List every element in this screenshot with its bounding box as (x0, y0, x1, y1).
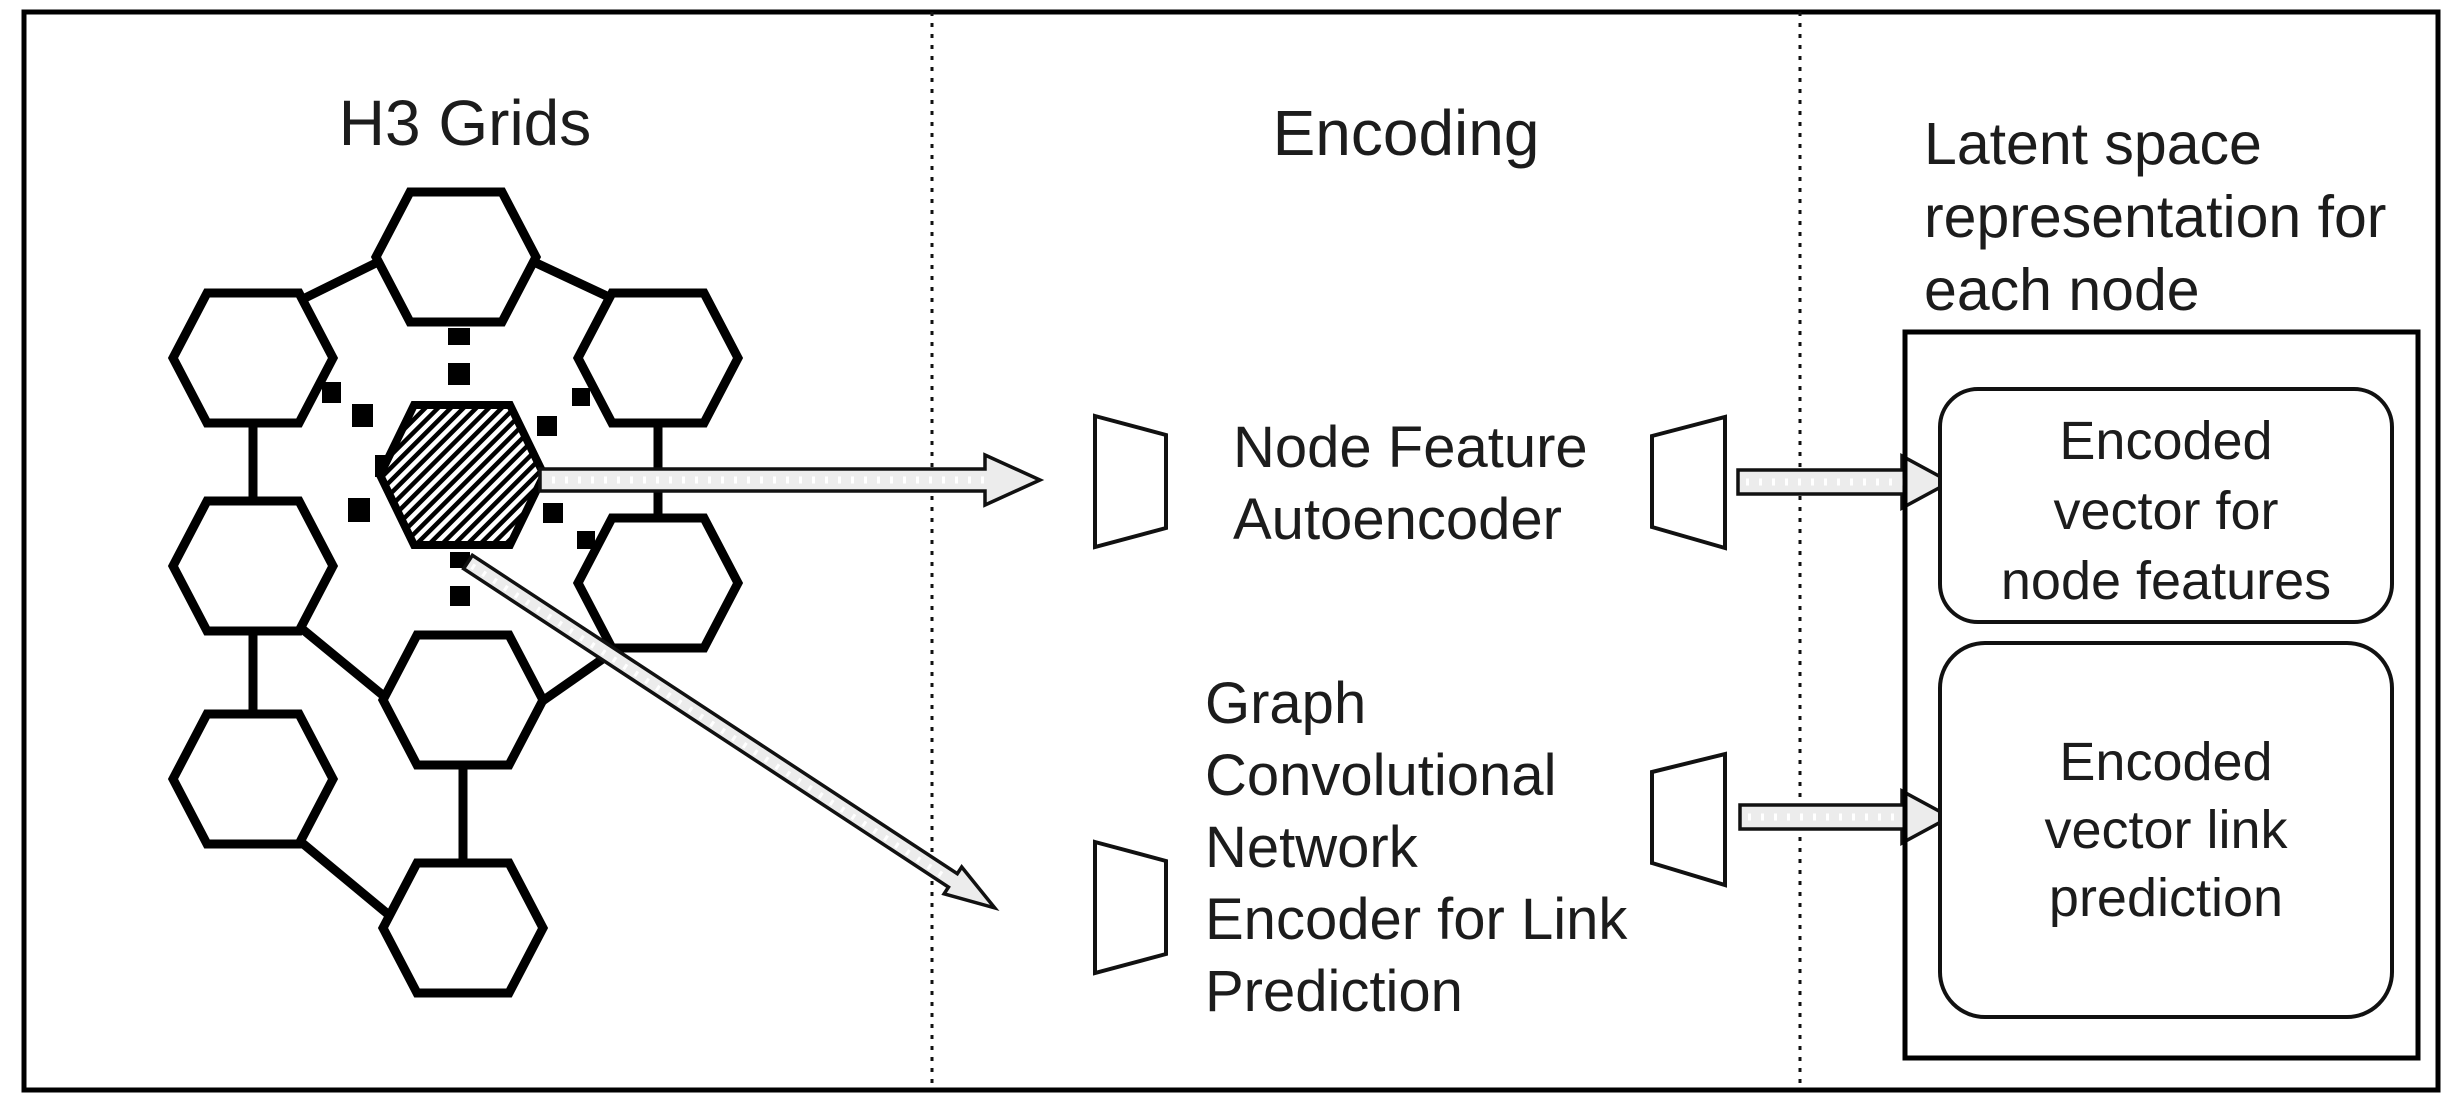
dot-dash (448, 328, 470, 345)
gcn-encoder-label: Graph Convolutional Network Encoder for … (1205, 671, 1628, 1024)
hexagon-upper-right-icon (572, 288, 744, 428)
link-prediction-vector-box (1938, 641, 2394, 1019)
arrow-node-features-icon (538, 452, 1045, 508)
dot-dash (450, 586, 470, 606)
hexagon-upper-left-icon (167, 288, 339, 428)
node-features-vector-label: Encoded vector for node features (2000, 411, 2332, 611)
arrow-to-link-vector-icon (1738, 788, 1954, 846)
link-prediction-vector-label: Encoded vector link prediction (2044, 732, 2288, 928)
hexagon-mid-left-icon (167, 496, 339, 636)
gcn-trapezoid-icon (1093, 839, 1168, 976)
edge-lowerleft-bottom (298, 838, 404, 929)
hexagon-center-icon (377, 630, 549, 770)
dot-dash (572, 388, 590, 406)
dot-dash (348, 498, 370, 522)
latent-trapezoid-bottom-icon (1650, 751, 1727, 888)
latent-trapezoid-top-icon (1650, 414, 1727, 551)
autoencoder-trapezoid-icon (1093, 413, 1168, 550)
dot-dash (322, 382, 341, 403)
arrow-link-prediction-icon (461, 552, 1000, 912)
hexagon-mid-right-icon (572, 513, 744, 653)
hexagon-lower-left-icon (167, 709, 339, 849)
latent-space-container (1902, 329, 2421, 1061)
node-features-vector-box (1938, 387, 2394, 624)
hex-graph-edges (248, 257, 663, 929)
dot-dash (537, 416, 557, 436)
dot-dash (352, 404, 373, 427)
edge-top-upperleft (303, 257, 380, 303)
left-section-title: H3 Grids (338, 87, 592, 159)
node-feature-autoencoder-label: Node Feature Autoencoder (1233, 415, 1588, 552)
hexagon-nodes (167, 187, 744, 998)
hexagon-bottom-icon (377, 858, 549, 998)
arrow-to-node-vector-icon (1736, 453, 1954, 511)
middle-section-title: Encoding (1272, 97, 1540, 169)
dot-dash (577, 531, 595, 549)
hatched-hexagon-icon (375, 401, 549, 549)
right-section-title: Latent space representation for each nod… (1924, 111, 2387, 323)
hexagon-top-icon (370, 187, 542, 327)
edge-top-upperright (532, 257, 613, 303)
dot-dash (448, 363, 470, 385)
dot-dash (543, 503, 563, 523)
edge-midleft-center (298, 624, 388, 701)
